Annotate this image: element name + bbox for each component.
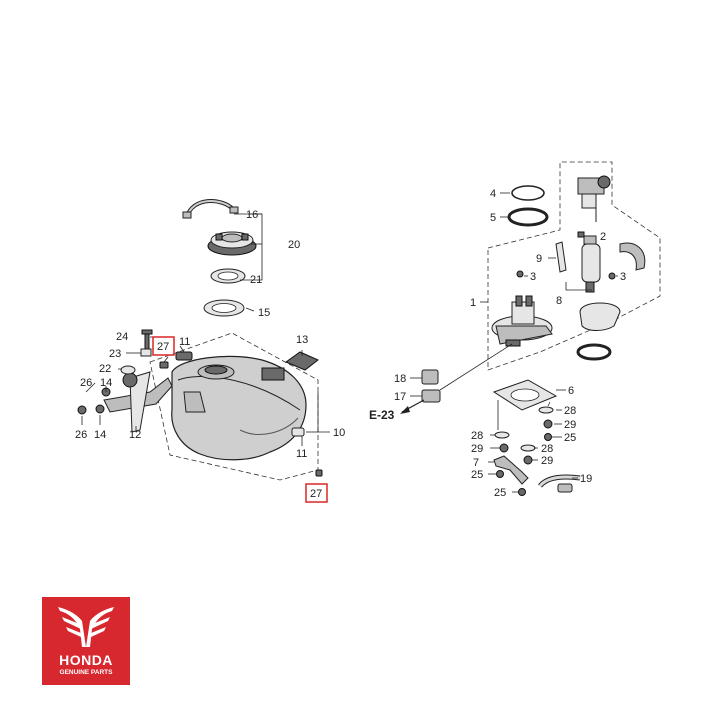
part-number-18: 18: [394, 373, 406, 385]
part-number-26-lower: 26: [75, 429, 87, 441]
pump-group-boundary: [487, 161, 661, 371]
logo-brand-text: HONDA: [59, 652, 113, 668]
part-number-28-right-lower: 28: [541, 443, 553, 455]
tank-cushion-11-lower: [291, 427, 305, 437]
part-number-28-left: 28: [471, 430, 483, 442]
part-number-23: 23: [109, 348, 121, 360]
part-number-3-left: 3: [530, 271, 536, 283]
part-number-27-upper: 27: [157, 341, 169, 353]
tank-cushion-11: [175, 351, 193, 361]
part-number-29-right-lower: 29: [541, 455, 553, 467]
part-number-26: 26: [80, 377, 92, 389]
part-number-27-lower: 27: [310, 488, 322, 500]
part-number-28-right-upper: 28: [564, 405, 576, 417]
part-number-14-lower: 14: [94, 429, 106, 441]
grommet-22: [120, 365, 136, 375]
part-number-6: 6: [568, 385, 574, 397]
part-number-14-upper: 14: [100, 377, 112, 389]
honda-wing-icon: [58, 607, 114, 647]
honda-genuine-parts-logo: HONDA GENUINE PARTS: [42, 597, 130, 685]
fuel-tank: [171, 355, 307, 461]
collar-23: [140, 348, 152, 357]
part-number-24: 24: [116, 331, 128, 343]
screw-3-left: [516, 270, 524, 278]
logo-tagline-text: GENUINE PARTS: [59, 669, 113, 676]
nut-29-left: [499, 443, 509, 453]
reference-e23: E-23: [369, 408, 395, 422]
pump-base-1: [491, 295, 553, 347]
pump-holder: [619, 242, 646, 271]
washer-28-right-upper: [538, 406, 554, 414]
part-number-19: 19: [580, 473, 592, 485]
washer-28-right-lower: [520, 444, 536, 452]
fuel-pump-8: [581, 235, 601, 293]
gasket-6: [492, 379, 558, 411]
nut-14-lower: [95, 404, 105, 414]
part-number-9: 9: [536, 253, 542, 265]
pump-housing: [579, 302, 621, 331]
part-number-15: 15: [258, 307, 270, 319]
stay-7: [493, 455, 529, 485]
part-number-8: 8: [556, 295, 562, 307]
part-number-11-lower: 11: [296, 448, 307, 460]
nut-25-bottom: [518, 488, 526, 496]
seal-ring-5: [507, 207, 549, 227]
part-number-25-right: 25: [564, 432, 576, 444]
fuel-cap: [207, 231, 257, 256]
clip-2: [577, 231, 585, 238]
o-ring-4: [511, 185, 545, 201]
part-number-5: 5: [490, 212, 496, 224]
part-number-2: 2: [600, 231, 606, 243]
part-number-17: 17: [394, 391, 406, 403]
nut-29-right-lower: [523, 455, 533, 465]
part-number-25-middle: 25: [471, 469, 483, 481]
screw-3-right: [608, 272, 616, 280]
connector-17: [421, 389, 441, 403]
nut-25-right: [544, 433, 552, 441]
clip-27-upper: [159, 361, 169, 369]
part-number-10: 10: [333, 427, 345, 439]
part-number-22: 22: [99, 363, 111, 375]
part-number-25-bottom: 25: [494, 487, 506, 499]
part-number-4: 4: [490, 188, 496, 200]
breather-tube: [185, 198, 236, 218]
part-number-29-left: 29: [471, 443, 483, 455]
part-number-29-right-upper: 29: [564, 419, 576, 431]
part-number-13: 13: [296, 334, 308, 346]
part-number-1: 1: [470, 297, 476, 309]
fuel-strainer: [555, 241, 567, 273]
nut-29-right-upper: [543, 419, 553, 429]
part-number-12: 12: [129, 429, 141, 441]
part-number-21: 21: [250, 274, 262, 286]
connector-18: [421, 369, 439, 385]
part-number-11-upper: 11: [179, 336, 190, 348]
highlight-box-27-upper: [152, 336, 175, 356]
nut-25-middle: [496, 470, 504, 478]
clip-27-lower: [315, 469, 323, 477]
tank-cushion-13: [284, 351, 319, 371]
washer-28-left: [494, 431, 510, 439]
part-number-20: 20: [288, 239, 300, 251]
highlight-box-27-lower: [305, 483, 328, 503]
part-number-7: 7: [473, 457, 479, 469]
tank-bracket: [103, 371, 173, 433]
part-number-3-right: 3: [620, 271, 626, 283]
part-number-16: 16: [246, 209, 258, 221]
pump-o-ring: [576, 343, 612, 361]
pressure-regulator: [577, 175, 611, 222]
bolt-26: [77, 405, 87, 415]
tube-end: [182, 211, 192, 219]
